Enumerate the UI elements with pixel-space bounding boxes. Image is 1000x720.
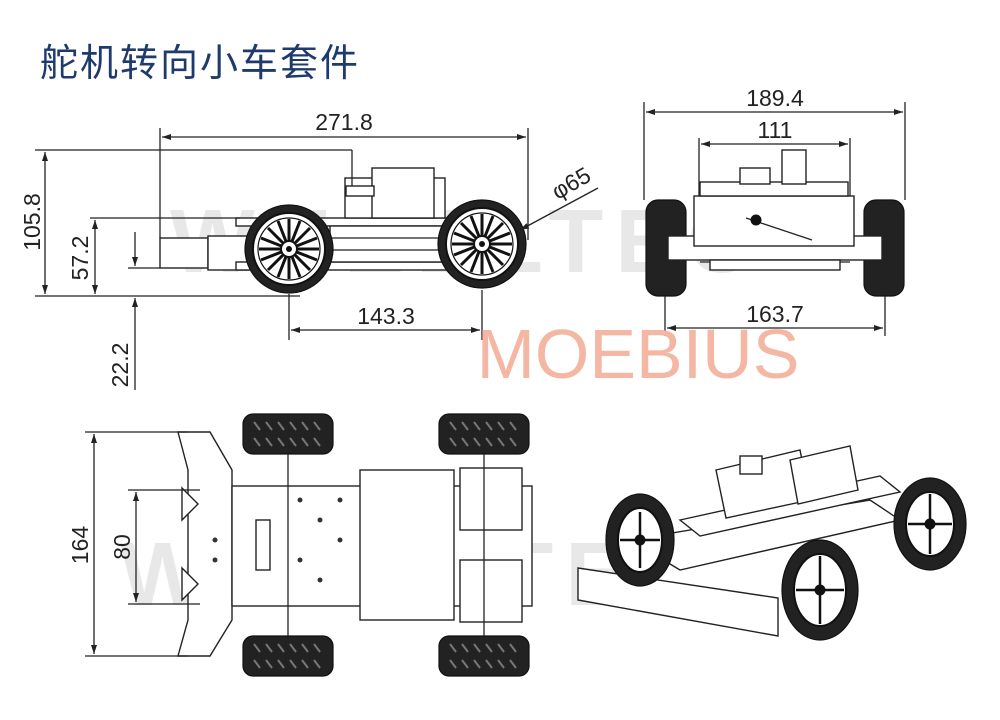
dim-length: 271.8 <box>315 109 373 135</box>
mast <box>781 149 807 185</box>
motor-housing <box>371 167 435 219</box>
servo <box>255 519 271 571</box>
dim-ground-clearance: 22.2 <box>107 343 133 388</box>
tire-rear-left <box>438 413 530 455</box>
battery-pack <box>329 225 451 263</box>
motor-left <box>459 467 523 531</box>
tire-rear-right <box>438 635 530 677</box>
dim-bumper-width: 80 <box>109 534 135 560</box>
front-bumper <box>159 237 209 269</box>
tire-front-left <box>242 413 334 455</box>
iso-bumper <box>577 567 779 637</box>
dim-wheelbase: 143.3 <box>357 303 415 329</box>
page-title: 舵机转向小车套件 <box>40 41 361 85</box>
dim-axle-height: 57.2 <box>67 236 93 281</box>
dim-chassis-width: 111 <box>758 117 793 143</box>
front-view: 189.4 111 163.7 <box>643 85 906 336</box>
front-wheel-side <box>243 203 335 295</box>
front-bumper-top <box>177 431 233 657</box>
dim-height: 105.8 <box>19 193 45 251</box>
iso-motor <box>789 445 859 505</box>
brand-text: MOEBIUS <box>477 315 800 393</box>
side-view: 271.8 105.8 57.2 22.2 φ65 143.3 <box>19 109 599 390</box>
dim-overall-width: 189.4 <box>746 85 804 111</box>
tire-front-right <box>242 635 334 677</box>
dim-track-width: 163.7 <box>746 301 804 327</box>
top-view: 164 80 <box>67 413 533 677</box>
motor-right <box>459 559 523 623</box>
rear-wheel-side <box>436 198 528 290</box>
iso-view <box>577 445 967 641</box>
battery-top <box>359 469 455 621</box>
chassis-front <box>693 195 855 247</box>
dim-top-width: 164 <box>67 526 93 565</box>
